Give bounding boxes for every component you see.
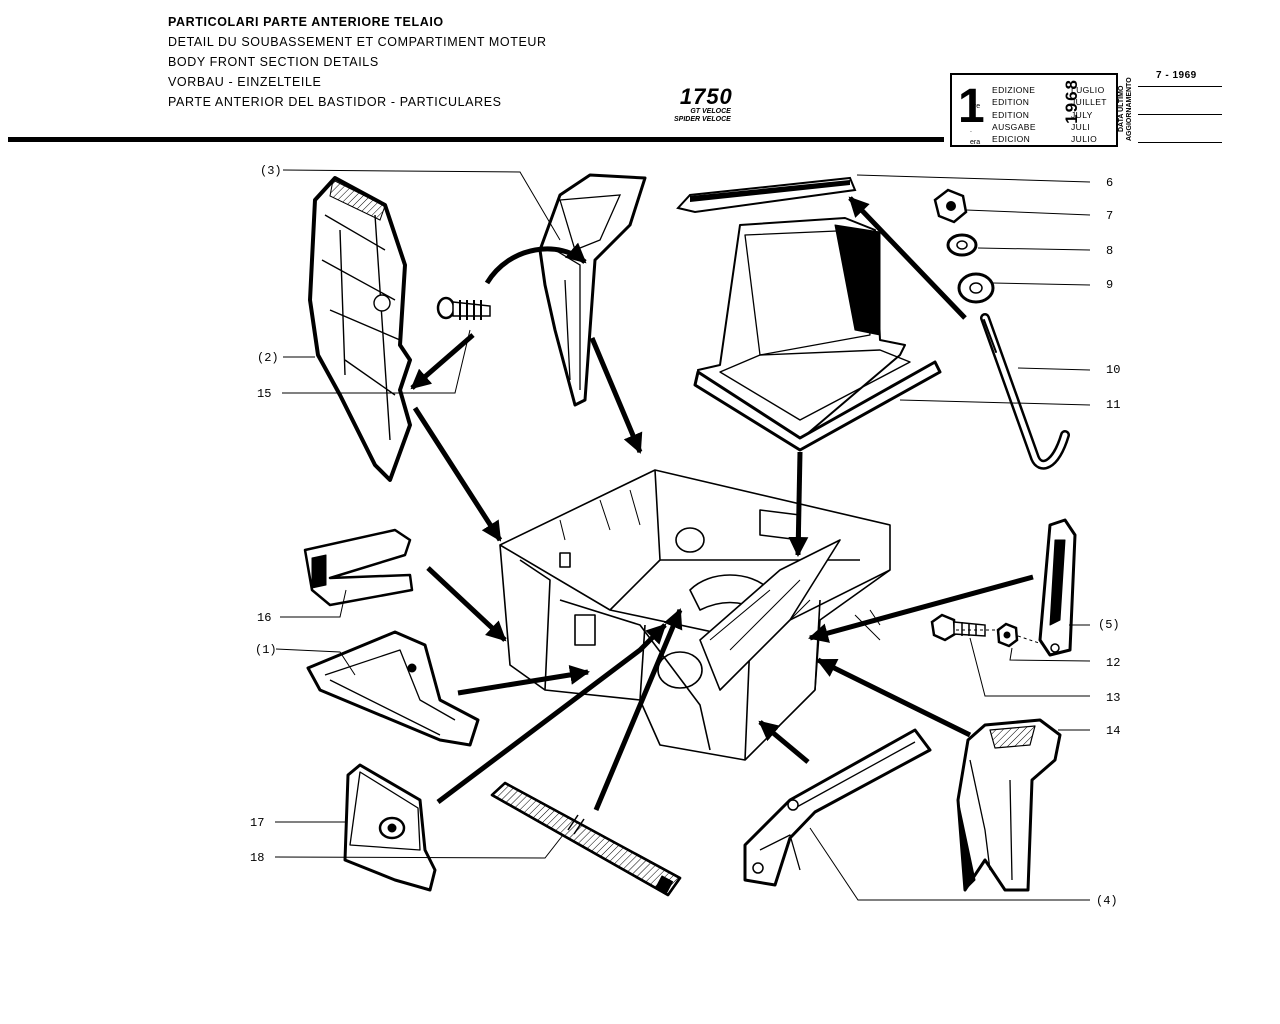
part-shock-tower [956, 718, 1062, 892]
edition-label: EDITION [992, 97, 1030, 108]
part-lower-member [306, 630, 480, 747]
callout-9: 9 [1106, 278, 1113, 292]
engine-bay-frame [499, 469, 891, 761]
last-update-date: 7 - 1969 [1156, 70, 1197, 81]
callout-10: 10 [1106, 363, 1120, 377]
callout-6: 6 [1106, 176, 1113, 190]
update-rule [1138, 86, 1222, 87]
model-number: 1750 [679, 84, 733, 109]
edition-month: JULIO [1071, 134, 1098, 145]
edition-month: JULY [1071, 109, 1093, 120]
part-gusset [343, 763, 437, 892]
edition-label: EDIZIONE [992, 85, 1036, 95]
part-nut [933, 188, 968, 224]
callout-5: (5) [1098, 618, 1120, 632]
callout-1: (1) [255, 643, 277, 657]
callout-11: 11 [1106, 398, 1120, 412]
title-spanish: PARTE ANTERIOR DEL BASTIDOR - PARTICULAR… [168, 95, 502, 109]
part-flat-washer [957, 272, 995, 304]
callout-16: 16 [257, 611, 271, 625]
part-hex-bolt [930, 613, 986, 642]
title-english: BODY FRONT SECTION DETAILS [168, 55, 379, 69]
update-rule [1138, 142, 1222, 143]
callout-18: 18 [250, 851, 264, 865]
part-hex-nut [996, 622, 1019, 648]
part-screw [436, 296, 491, 320]
callout-14: 14 [1106, 724, 1120, 738]
model-variant-spider: SPIDER VELOCE [674, 116, 731, 123]
edition-label: AUSGABE [992, 121, 1036, 132]
edition-label: EDICION [992, 134, 1031, 145]
title-german: VORBAU - EINZELTEILE [168, 75, 322, 89]
edition-suffix: era [970, 139, 981, 146]
edition-suffix: st [970, 115, 976, 122]
part-inner-wheel-arch [308, 176, 412, 482]
part-tube [490, 781, 682, 897]
assembly-arrows [410, 196, 1034, 811]
part-lock-washer [946, 233, 978, 257]
part-j-bolt [980, 313, 1070, 470]
part-side-strut [538, 173, 647, 407]
part-battery-tray [693, 217, 942, 452]
title-italian: PARTICOLARI PARTE ANTERIORE TELAIO [168, 15, 444, 29]
edition-month: JULI [1071, 121, 1091, 132]
model-variant-gt: GT VELOCE [690, 108, 731, 115]
edition-month: JUILLET [1071, 97, 1107, 108]
callout-13: 13 [1106, 691, 1120, 705]
leader-lines [274, 169, 1091, 901]
edition-months: LUGLIO JUILLET JULY JULI JULIO [1071, 84, 1107, 145]
edition-suffix: ere [970, 103, 981, 110]
callout-12: 12 [1106, 656, 1120, 670]
callout-4: (4) [1096, 894, 1118, 908]
callout-17: 17 [250, 816, 264, 830]
edition-suffix: a [970, 91, 974, 98]
header-rule [8, 137, 944, 142]
model-badge: 1750 GT VELOCE SPIDER VELOCE [674, 84, 733, 124]
edition-suffix: . [970, 127, 972, 134]
callout-3: (3) [260, 164, 282, 178]
edition-number: 1 [958, 80, 985, 133]
title-french: DETAIL DU SOUBASSEMENT ET COMPARTIMENT M… [168, 35, 547, 49]
edition-month: LUGLIO [1071, 85, 1105, 95]
callout-7: 7 [1106, 209, 1113, 223]
callout-8: 8 [1106, 244, 1113, 258]
callout-2: (2) [257, 351, 279, 365]
edition-label: EDITION [992, 109, 1030, 120]
update-rule [1138, 114, 1222, 115]
title-block: PARTICOLARI PARTE ANTERIORE TELAIO DETAI… [168, 12, 547, 112]
part-vertical-bracket [1038, 518, 1077, 657]
callout-labels: (3) (2) 15 6 7 8 9 10 11 (5) 12 13 14 (4… [250, 164, 1120, 908]
part-cross-bracket [743, 728, 932, 887]
callout-15: 15 [257, 387, 271, 401]
edition-box: 1 a ere st . era EDIZIONE EDITION EDITIO… [950, 73, 1118, 147]
part-top-channel [676, 176, 857, 214]
edition-suffixes: a ere st . era [970, 89, 980, 149]
edition-labels: EDIZIONE EDITION EDITION AUSGABE EDICION [992, 84, 1036, 145]
part-bracket [303, 528, 414, 607]
